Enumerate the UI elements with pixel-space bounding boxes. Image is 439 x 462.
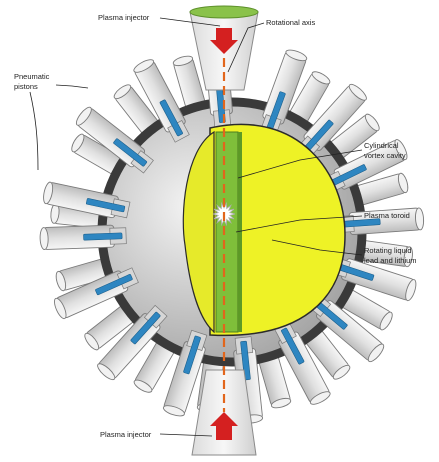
piston-cap	[40, 227, 49, 249]
label-cylindrical-vortex-1: Cylindrical	[364, 141, 399, 150]
vortex-cavity	[216, 132, 238, 332]
label-pneumatic-pistons-1: Pneumatic	[14, 72, 50, 81]
label-plasma-toroid: Plasma toroid	[364, 211, 410, 220]
label-rotating-liquid-1: Rotating liquid	[364, 246, 412, 255]
label-pneumatic-pistons-2: pistons	[14, 82, 38, 91]
pneumatic-piston	[40, 225, 127, 250]
piston-rod	[83, 233, 122, 240]
label-rotating-liquid-2: lead and lithium	[364, 256, 417, 265]
label-rotational-axis: Rotational axis	[266, 18, 315, 27]
leader-pneumatic-2	[30, 92, 38, 170]
label-plasma-injector-bottom: Plasma injector	[100, 430, 152, 439]
leader-pneumatic	[56, 85, 88, 88]
label-plasma-injector-top: Plasma injector	[98, 13, 150, 22]
label-cylindrical-vortex-2: vortex cavity	[364, 151, 406, 160]
